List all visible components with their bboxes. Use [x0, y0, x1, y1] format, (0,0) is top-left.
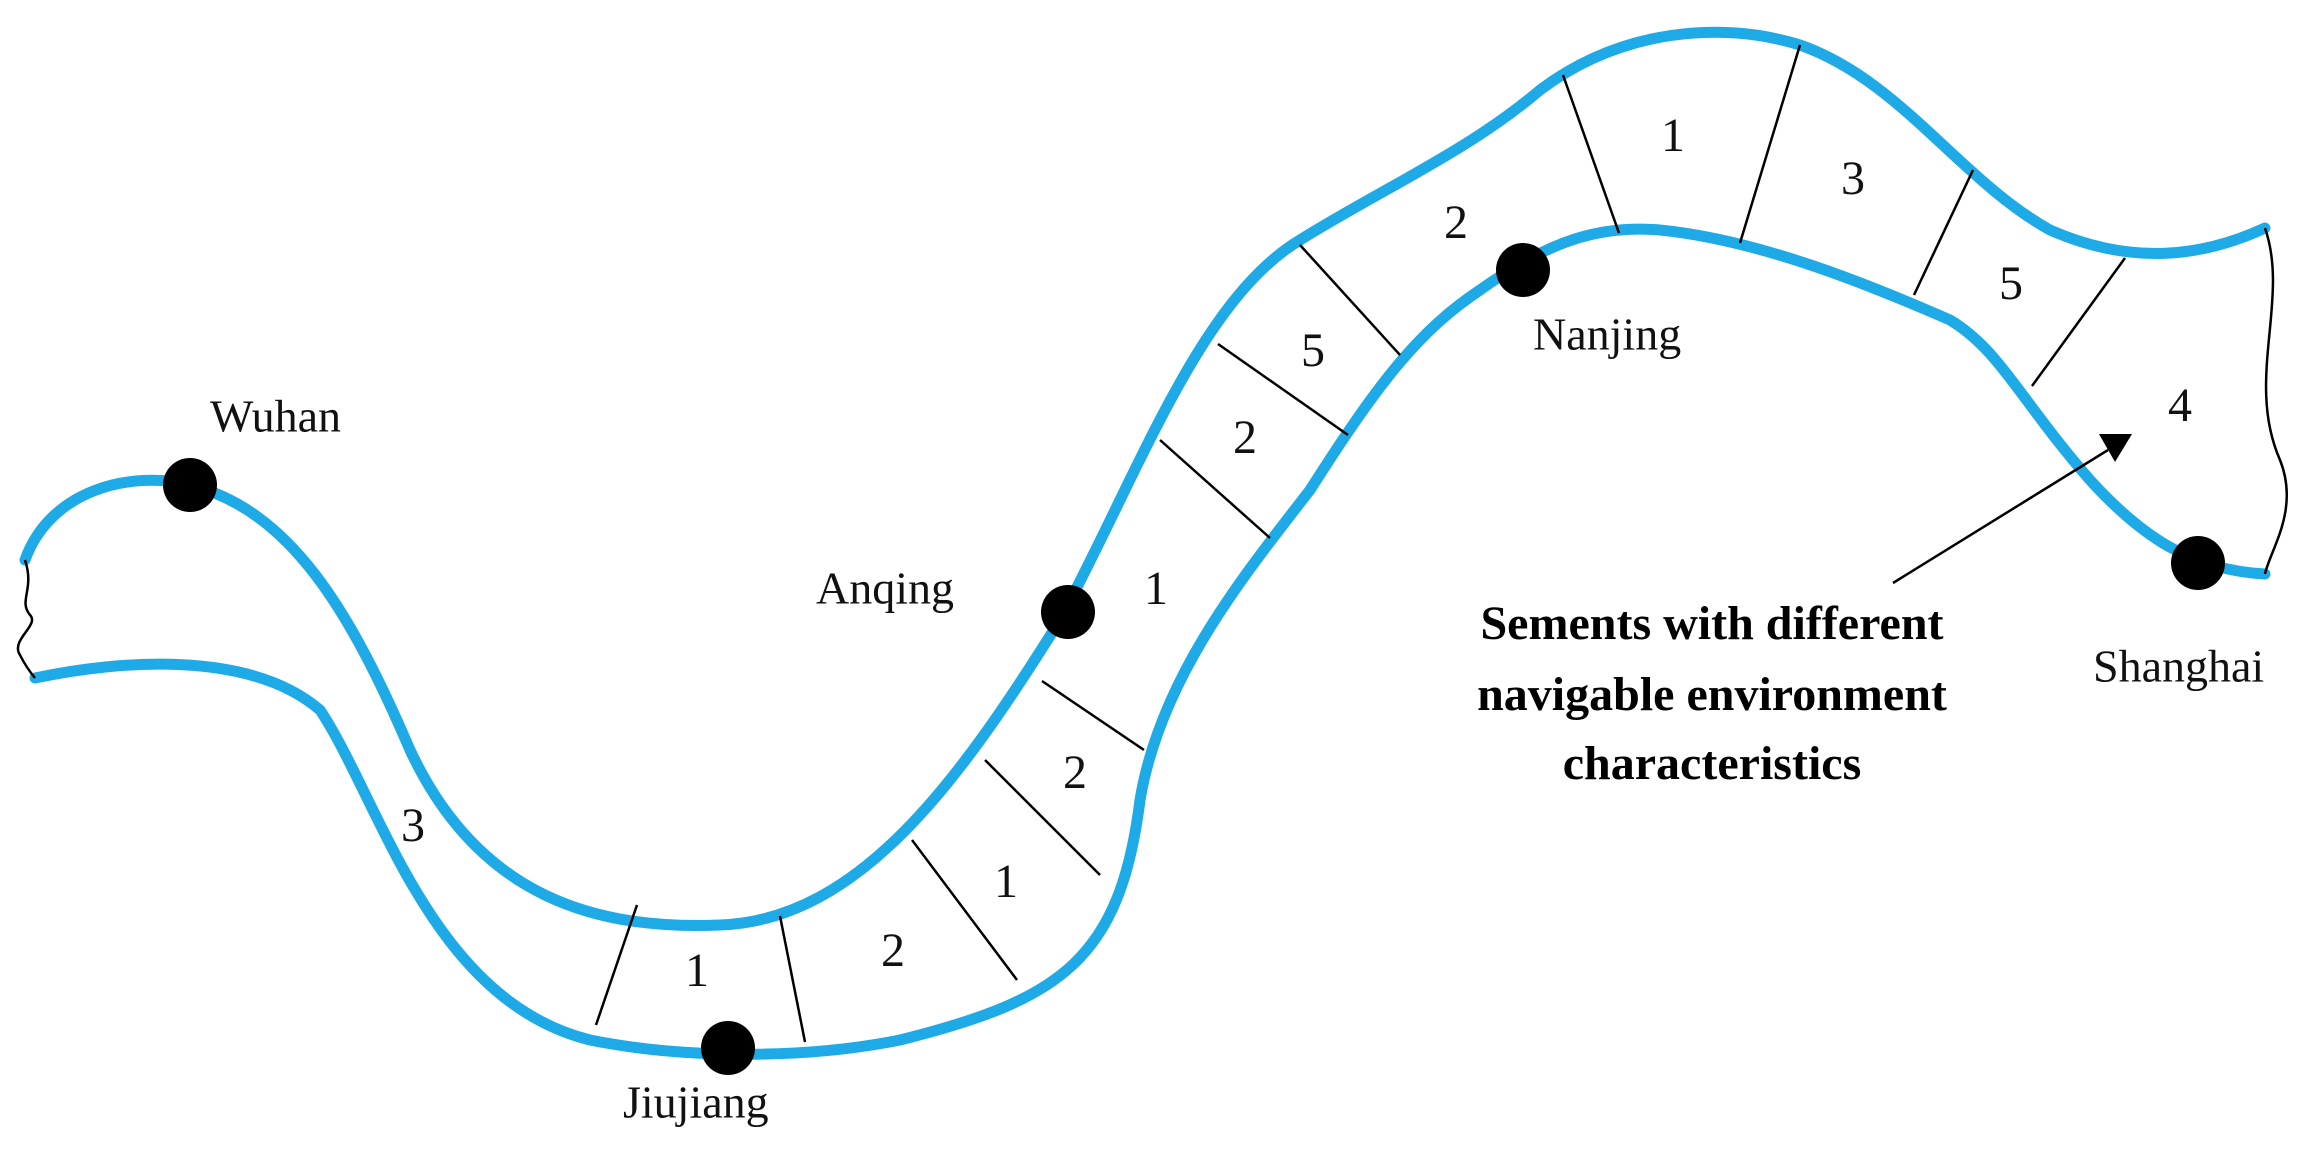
- segment-label: 1: [1144, 562, 1168, 615]
- segment-label: 1: [685, 944, 709, 997]
- callout-arrowhead: [2099, 434, 2132, 462]
- segment-divider: [984, 759, 1101, 876]
- segment-label: 4: [2168, 379, 2192, 432]
- segment-labels: 3 1 2 1 2 1 2 5 2 1 3 5 4: [401, 109, 2192, 997]
- callout-line-2: navigable environment: [1477, 668, 1947, 721]
- callout-arrow-line: [1892, 448, 2109, 585]
- segment-label: 2: [1233, 411, 1257, 464]
- segment-divider: [594, 904, 639, 1026]
- segment-divider: [1738, 44, 1802, 244]
- segment-label: 1: [1661, 109, 1685, 162]
- jiujiang-marker: [701, 1021, 755, 1075]
- segment-divider: [1299, 244, 1401, 356]
- segment-label: 1: [994, 855, 1018, 908]
- city-label-shanghai: Shanghai: [2093, 641, 2264, 692]
- east-end-cap: [2263, 227, 2289, 575]
- segment-dividers: [594, 44, 2127, 1043]
- segment-label: 3: [401, 799, 425, 852]
- segment-label: 5: [1301, 324, 1325, 377]
- nanjing-marker: [1496, 243, 1550, 297]
- callout-arrow: [1892, 434, 2132, 585]
- south-bank: [29, 223, 2271, 1060]
- river-end-caps: [16, 227, 2289, 679]
- segment-label: 2: [1444, 196, 1468, 249]
- segment-label: 5: [1999, 257, 2023, 310]
- city-labels: Wuhan Jiujiang Anqing Nanjing Shanghai: [210, 309, 2264, 1128]
- segment-divider: [1912, 169, 1975, 296]
- segment-label: 2: [881, 924, 905, 977]
- segment-divider: [911, 839, 1018, 981]
- segment-divider: [2030, 257, 2127, 387]
- segment-label: 2: [1063, 746, 1087, 799]
- river-banks: [19, 26, 2271, 1060]
- segment-divider: [1159, 439, 1271, 539]
- segment-divider: [778, 915, 807, 1043]
- west-end-cap: [16, 559, 36, 679]
- city-markers: [163, 243, 2225, 1075]
- city-label-anqing: Anqing: [816, 563, 954, 614]
- shanghai-marker: [2171, 536, 2225, 590]
- segment-divider: [1561, 74, 1621, 234]
- anqing-marker: [1041, 585, 1095, 639]
- city-label-nanjing: Nanjing: [1533, 309, 1681, 360]
- segment-divider: [1217, 342, 1349, 437]
- callout-text: Sements with different navigable environ…: [1477, 597, 1947, 790]
- north-bank: [19, 26, 2271, 931]
- city-label-wuhan: Wuhan: [210, 391, 341, 442]
- city-label-jiujiang: Jiujiang: [623, 1077, 769, 1128]
- segment-divider: [1041, 679, 1145, 752]
- callout-line-1: Sements with different: [1480, 597, 1943, 650]
- segment-label: 3: [1841, 152, 1865, 205]
- callout-line-3: characteristics: [1563, 737, 1862, 790]
- wuhan-marker: [163, 458, 217, 512]
